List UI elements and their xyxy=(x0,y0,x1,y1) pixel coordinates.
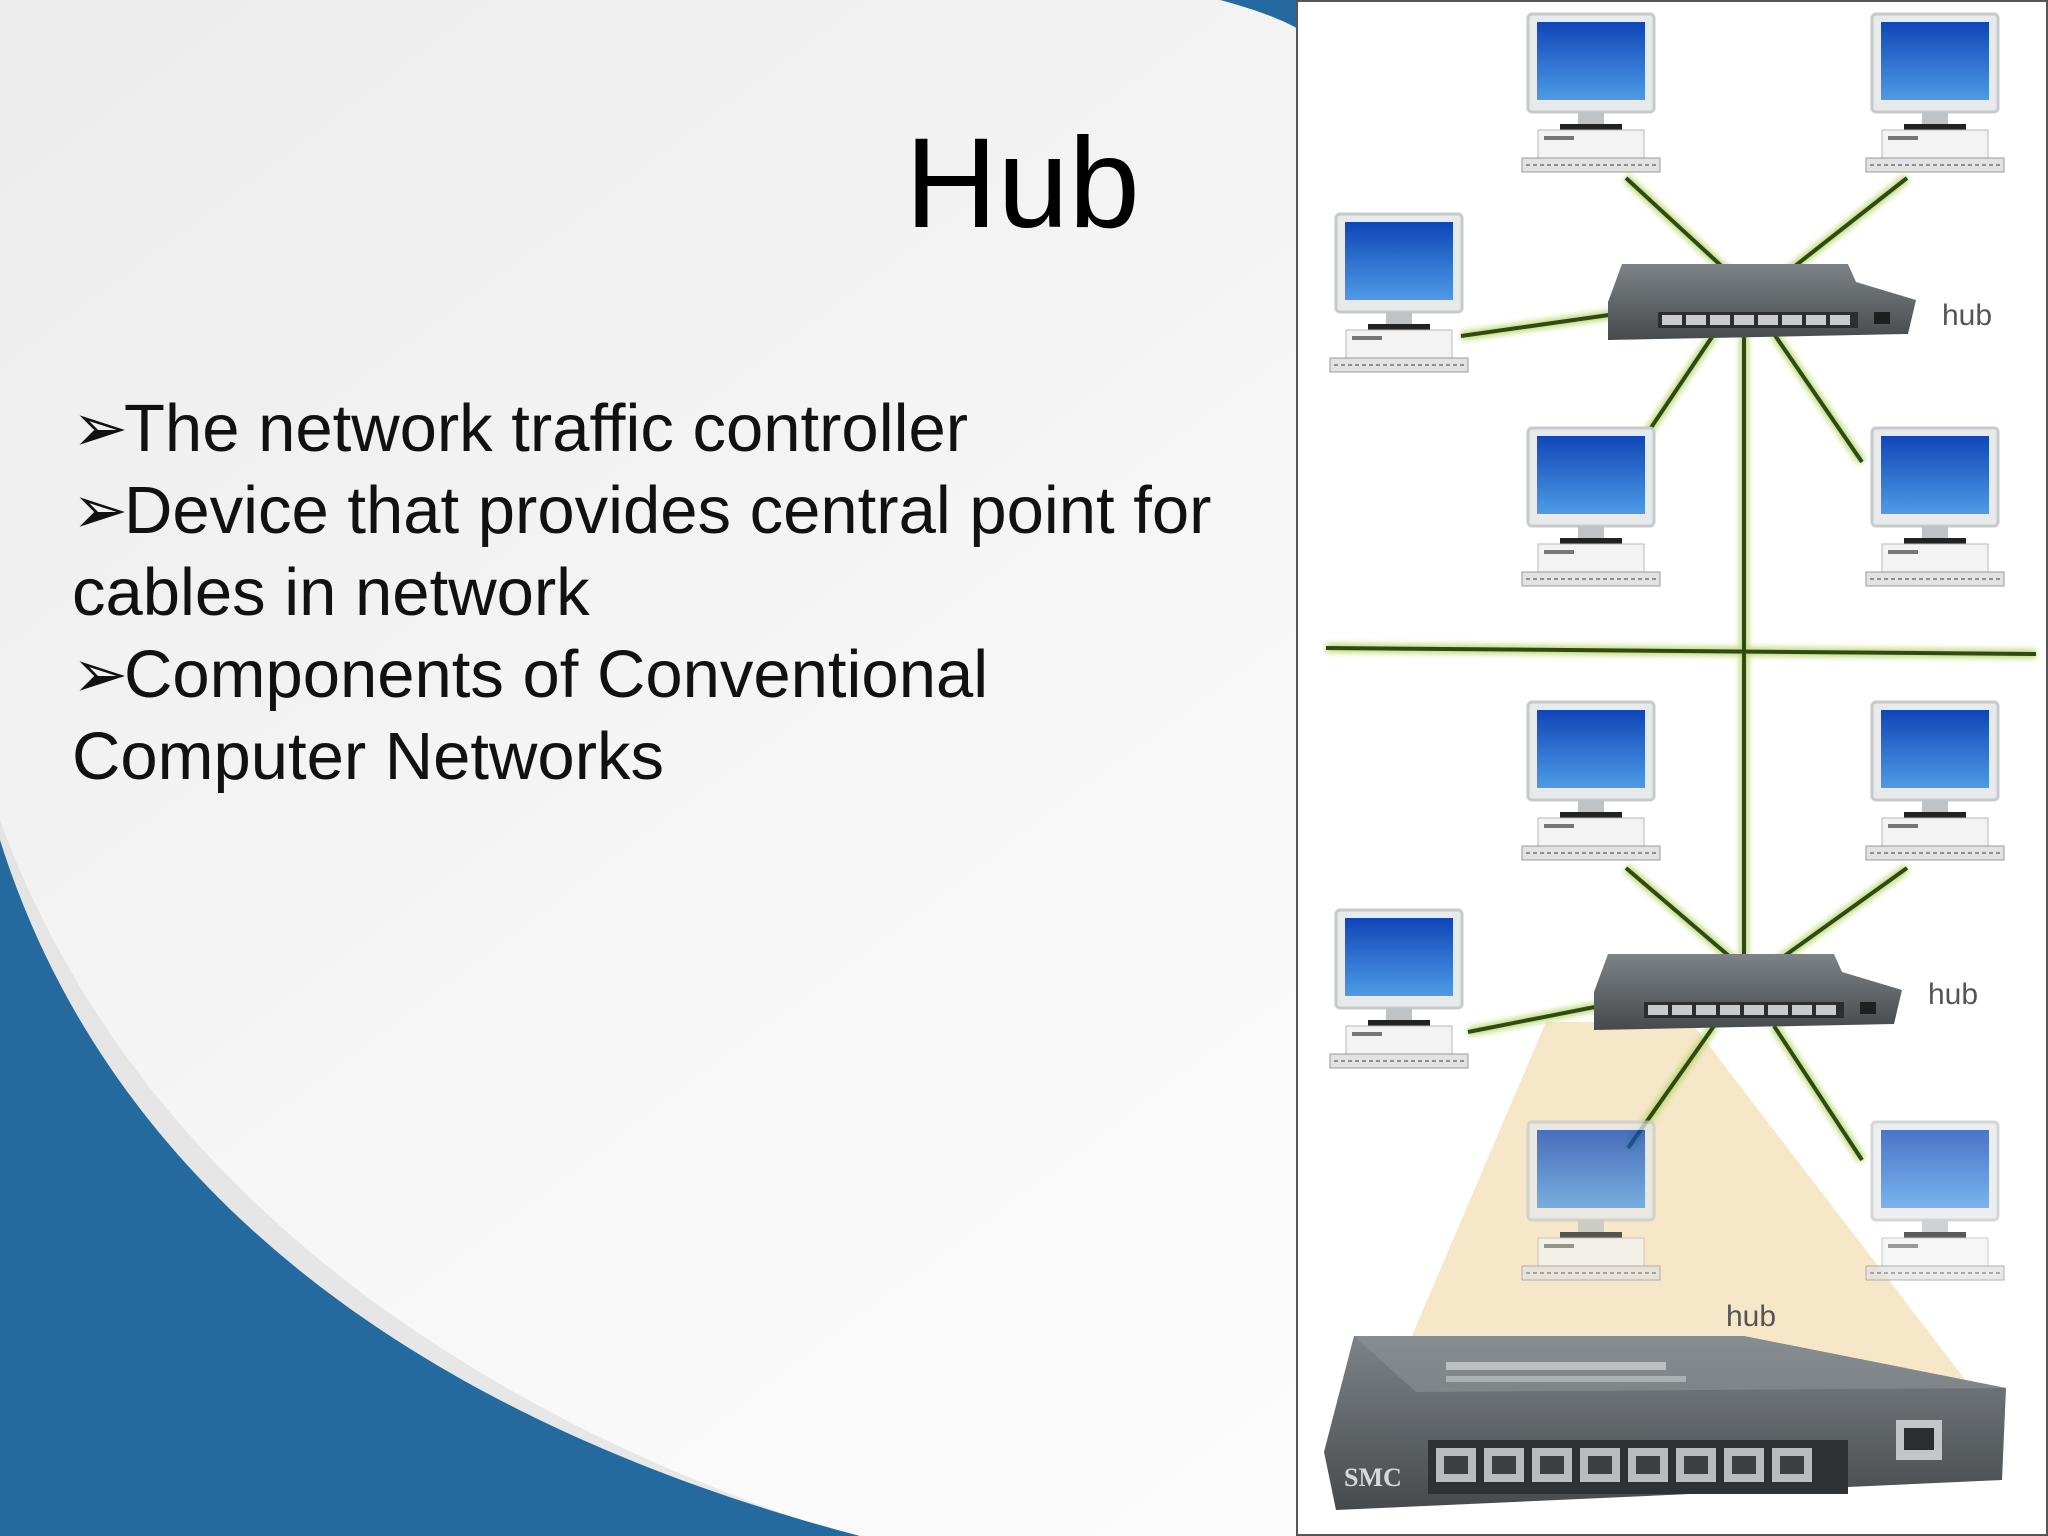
brand-label: SMC xyxy=(1344,1463,1402,1492)
computer-icon xyxy=(1864,426,2006,588)
hub-label: hub xyxy=(1928,978,1978,1011)
bullet-item: ➢Device that provides central point for … xyxy=(72,470,1282,634)
computer-icon xyxy=(1864,700,2006,862)
hub-label: hub xyxy=(1942,299,1992,332)
bullet-list: ➢The network traffic controller ➢Device … xyxy=(72,388,1282,798)
top-accent-shape xyxy=(1220,0,1300,30)
computer-icon xyxy=(1520,700,1662,862)
computer-icon xyxy=(1864,1120,2006,1282)
computer-icon xyxy=(1520,1120,1662,1282)
computer-icon xyxy=(1520,426,1662,588)
bullet-text: Device that provides central point for c… xyxy=(72,473,1212,630)
arrow-bullet-icon: ➢ xyxy=(72,391,129,466)
bullet-item: ➢The network traffic controller xyxy=(72,388,1282,470)
hub-network-diagram: hub hub hub xyxy=(1296,0,2048,1536)
computer-icon xyxy=(1328,212,1470,374)
bottom-left-accent-shape xyxy=(0,840,860,1536)
slide-title: Hub xyxy=(905,112,1140,255)
arrow-bullet-icon: ➢ xyxy=(72,637,129,712)
arrow-bullet-icon: ➢ xyxy=(72,473,129,548)
bullet-text: Components of Conventional Computer Netw… xyxy=(72,637,989,794)
bullet-item: ➢Components of Conventional Computer Net… xyxy=(72,634,1282,798)
large-hub-device-icon xyxy=(1324,1336,2006,1510)
computer-icon xyxy=(1520,12,1662,174)
computer-icon xyxy=(1864,12,2006,174)
computer-icon xyxy=(1328,908,1470,1070)
hub-label: hub xyxy=(1726,1300,1776,1333)
bullet-text: The network traffic controller xyxy=(124,391,969,466)
